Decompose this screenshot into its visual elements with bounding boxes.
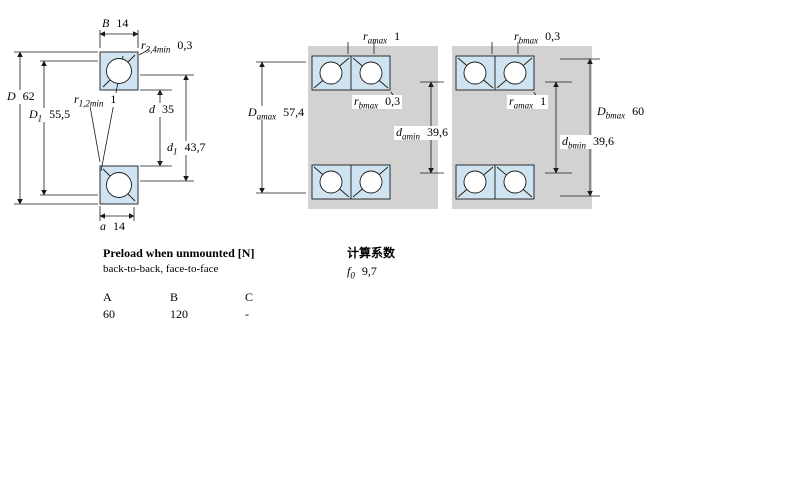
dim-subscript: bmax [518,35,539,46]
preload-value-C: - [245,307,249,321]
dim-label-r34min: r3,4min 0,3 [141,38,193,55]
dim-value: 1 [110,92,117,106]
dim-label-Dbmax: Dbmax 60 [597,104,645,121]
dim-value: 1 [540,94,547,108]
calculation-factors-title: 计算系数 [347,246,396,260]
dim-value: 39,6 [593,134,614,148]
dim-subscript: amax [513,100,534,111]
dim-label-d1: d1 43,7 [165,140,208,157]
dim-value: 43,7 [184,140,206,154]
preload-column-header-C: C [245,290,254,304]
dim-subscript: amin [402,131,420,142]
ball-icon [106,58,132,84]
preload-value-A: 60 [103,307,115,321]
dim-value: 0,3 [545,29,561,43]
dim-subscript: 1 [173,146,178,157]
dim-symbol: d [562,134,568,148]
dim-label-d: d 35 [147,102,176,117]
dim-subscript: bmax [605,110,626,121]
dim-symbol: d [149,102,155,116]
dim-label-ramax-f2f: ramax 1 [507,94,549,111]
dim-symbol: f [347,264,351,278]
dim-label-D: D 62 [5,89,37,104]
dim-symbol: D [597,104,606,118]
preload-column-header-A: A [103,290,112,304]
dim-symbol: D [7,89,16,103]
dim-symbol: D [248,105,257,119]
dim-value: 14 [113,219,125,233]
dim-subscript: amax [256,111,277,122]
dim-value: 39,6 [427,125,448,139]
dim-subscript: amax [367,35,388,46]
dim-symbol: r [509,94,514,108]
dim-label-rbmax-b2b: rbmax 0,3 [352,94,403,111]
dim-symbol: r [74,92,79,106]
dim-value: 1 [394,29,401,43]
dim-value: 0,3 [385,94,401,108]
left-bearing-cross-section [99,51,139,205]
ball-icon [106,172,132,198]
dim-label-B: B 14 [102,16,129,31]
dim-label-dbmin: dbmin 39,6 [560,134,616,151]
dim-value: 35 [162,102,174,116]
preload-value-B: 120 [170,307,188,321]
dim-subscript: 3,4min [145,44,171,55]
dim-label-f0: f0 9,7 [347,264,377,281]
dim-symbol: d [396,125,402,139]
dim-symbol: d [167,140,173,154]
dim-label-Damax: Damax 57,4 [246,105,307,122]
dim-subscript: bmin [568,140,586,151]
face-to-face-arrangement-drawing [452,46,592,209]
dim-subscript: 1,2min [78,98,104,109]
dim-value: 14 [116,16,129,30]
dim-label-a: a 14 [100,219,125,234]
dim-label-D1: D1 55,5 [27,107,73,124]
dim-value: 55,5 [49,107,71,121]
ball-icon [319,61,343,85]
dim-symbol: r [141,38,146,52]
dim-symbol: r [363,29,368,43]
ball-icon [359,170,383,194]
dim-value: 0,3 [177,38,193,52]
dim-label-rbmax-f2f: rbmax 0,3 [514,29,561,46]
ball-icon [359,61,383,85]
dim-symbol: r [514,29,519,43]
dim-value: 9,7 [361,264,377,278]
dim-subscript: 1 [37,113,43,124]
ball-icon [463,170,487,194]
dim-value: 62 [22,89,35,103]
dim-symbol: a [100,219,106,233]
dim-value: 57,4 [283,105,305,119]
dim-label-ramax-b2b: ramax 1 [363,29,401,46]
dim-symbol: r [354,94,359,108]
dim-symbol: D [29,107,38,121]
preload-subtitle: back-to-back, face-to-face [103,263,219,275]
left-bearing-dimension-lines [14,30,194,221]
dim-symbol: B [102,16,110,30]
dim-subscript: bmax [358,100,379,111]
dim-label-damin: damin 39,6 [394,125,450,142]
ball-icon [503,170,527,194]
ball-icon [503,61,527,85]
ball-icon [463,61,487,85]
ball-icon [319,170,343,194]
dim-label-r12min: r1,2min 1 [72,92,119,109]
dim-value: 60 [632,104,645,118]
dim-subscript: 0 [350,270,355,281]
preload-title: Preload when unmounted [N] [103,246,255,260]
preload-column-header-B: B [170,290,179,304]
